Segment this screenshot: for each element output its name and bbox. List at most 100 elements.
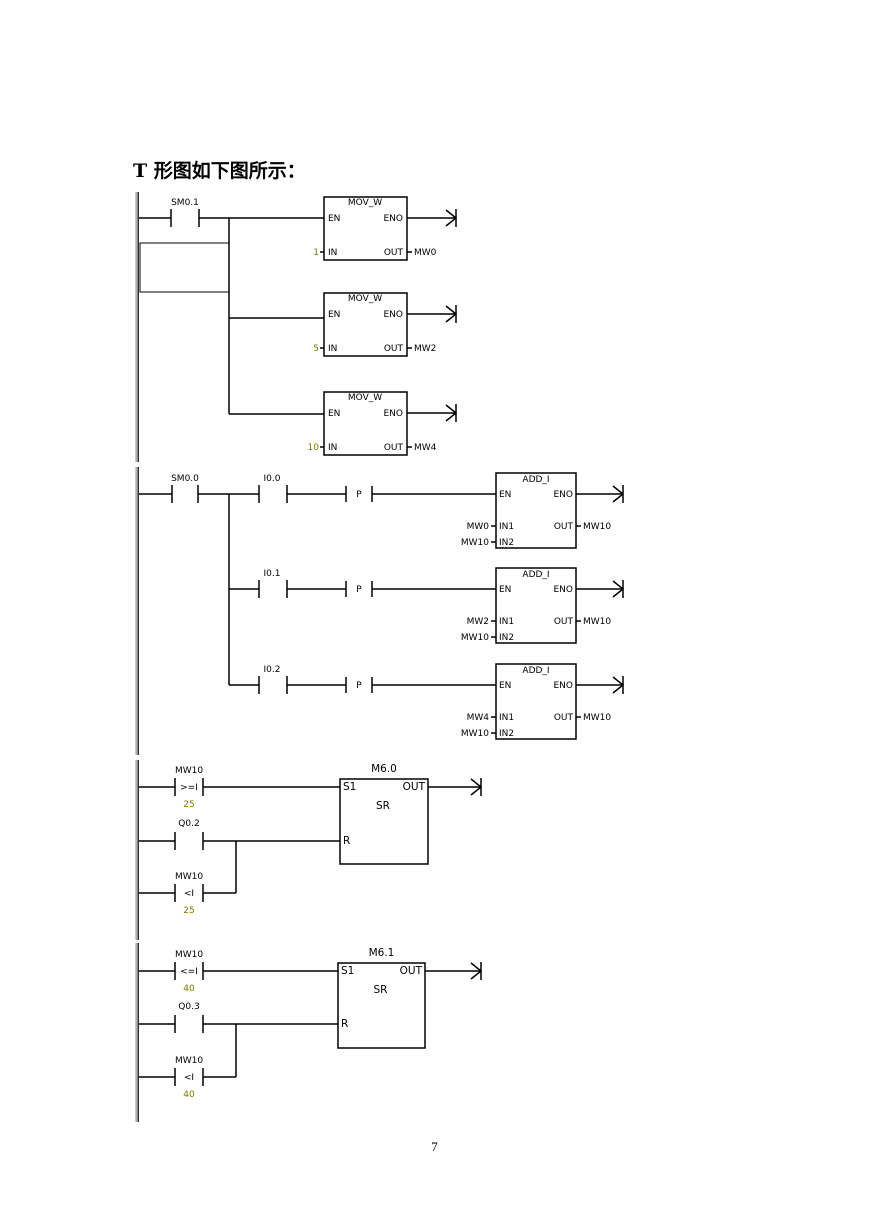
page-heading: T 形图如下图所示： — [133, 160, 306, 182]
pin-in: IN — [328, 344, 337, 354]
pin-eno: ENO — [383, 310, 403, 320]
output-arrow-icon — [612, 485, 625, 503]
blank-annotation-box — [139, 242, 230, 293]
pin-out: OUT — [384, 344, 404, 354]
in2-value: MW10 — [461, 538, 489, 548]
power-rail — [135, 192, 139, 462]
output-arrow-icon — [612, 580, 625, 598]
pin-s1: S1 — [341, 965, 354, 977]
power-rail — [135, 760, 139, 940]
pin-in1: IN1 — [499, 522, 514, 532]
box-title: ADD_I — [522, 475, 549, 485]
pin-out: OUT — [554, 617, 574, 627]
contact-label: SM0.1 — [171, 198, 199, 208]
pin-in1: IN1 — [499, 713, 514, 723]
pin-out: OUT — [400, 965, 423, 977]
pin-out: OUT — [554, 522, 574, 532]
add-i-box — [495, 472, 577, 549]
page-number: 7 — [431, 1139, 438, 1154]
pin-en: EN — [328, 214, 340, 224]
contact-label: SM0.0 — [171, 474, 199, 484]
output-arrow-icon — [470, 962, 483, 980]
in-value: 5 — [313, 344, 319, 354]
pin-eno: ENO — [383, 409, 403, 419]
in2-value: MW10 — [461, 729, 489, 739]
compare-word: MW10 — [175, 1056, 203, 1066]
positive-edge-label: P — [356, 490, 362, 500]
output-arrow-icon — [612, 676, 625, 694]
compare-value: 40 — [183, 984, 195, 994]
contact-label: I0.1 — [264, 569, 281, 579]
contact-label: Q0.3 — [178, 1002, 199, 1012]
pin-out: OUT — [384, 248, 404, 258]
out-value: MW10 — [583, 713, 611, 723]
pin-in2: IN2 — [499, 538, 514, 548]
in1-value: MW0 — [467, 522, 490, 532]
pin-en: EN — [499, 490, 511, 500]
out-value: MW10 — [583, 522, 611, 532]
sr-box — [337, 962, 426, 1049]
out-value: MW2 — [414, 344, 436, 354]
pin-in2: IN2 — [499, 729, 514, 739]
pin-in1: IN1 — [499, 617, 514, 627]
output-arrow-icon — [470, 778, 483, 796]
output-arrow-icon — [445, 305, 458, 323]
mov-w-box — [323, 391, 408, 456]
pin-in: IN — [328, 443, 337, 453]
pin-eno: ENO — [383, 214, 403, 224]
in2-value: MW10 — [461, 633, 489, 643]
compare-word: MW10 — [175, 872, 203, 882]
out-value: MW4 — [414, 443, 437, 453]
power-rail — [135, 943, 139, 1122]
pin-in2: IN2 — [499, 633, 514, 643]
compare-op: >=I — [180, 783, 198, 793]
pin-eno: ENO — [553, 490, 573, 500]
box-title: MOV_W — [348, 198, 382, 208]
compare-op: <I — [184, 889, 194, 899]
add-i-box — [495, 567, 577, 644]
add-i-box — [495, 663, 577, 740]
contact-label: I0.2 — [264, 665, 281, 675]
pin-en: EN — [499, 681, 511, 691]
positive-edge-label: P — [356, 681, 362, 691]
in-value: 1 — [313, 248, 319, 258]
box-title: MOV_W — [348, 294, 382, 304]
sr-bit: M6.0 — [371, 763, 397, 775]
pin-s1: S1 — [343, 781, 356, 793]
in1-value: MW4 — [467, 713, 490, 723]
pin-out: OUT — [554, 713, 574, 723]
pin-out: OUT — [403, 781, 426, 793]
pin-r: R — [343, 835, 350, 847]
box-title: ADD_I — [522, 570, 549, 580]
pin-en: EN — [328, 310, 340, 320]
pin-eno: ENO — [553, 585, 573, 595]
positive-edge-label: P — [356, 585, 362, 595]
mov-w-box — [323, 292, 408, 357]
pin-en: EN — [499, 585, 511, 595]
sr-label: SR — [374, 984, 388, 996]
compare-op: <=I — [180, 967, 198, 977]
pin-r: R — [341, 1018, 348, 1030]
sr-bit: M6.1 — [369, 947, 395, 959]
compare-word: MW10 — [175, 950, 203, 960]
box-title: MOV_W — [348, 393, 382, 403]
out-value: MW10 — [583, 617, 611, 627]
pin-out: OUT — [384, 443, 404, 453]
out-value: MW0 — [414, 248, 437, 258]
pin-eno: ENO — [553, 681, 573, 691]
power-rail — [135, 467, 139, 755]
sr-box — [339, 778, 429, 865]
compare-value: 25 — [183, 800, 194, 810]
in-value: 10 — [308, 443, 320, 453]
contact-label: Q0.2 — [178, 819, 199, 829]
compare-value: 25 — [183, 906, 194, 916]
sr-label: SR — [376, 800, 390, 812]
pin-en: EN — [328, 409, 340, 419]
compare-op: <I — [184, 1073, 194, 1083]
pin-in: IN — [328, 248, 337, 258]
box-title: ADD_I — [522, 666, 549, 676]
output-arrow-icon — [445, 209, 458, 227]
compare-value: 40 — [183, 1090, 195, 1100]
mov-w-box — [323, 196, 408, 261]
